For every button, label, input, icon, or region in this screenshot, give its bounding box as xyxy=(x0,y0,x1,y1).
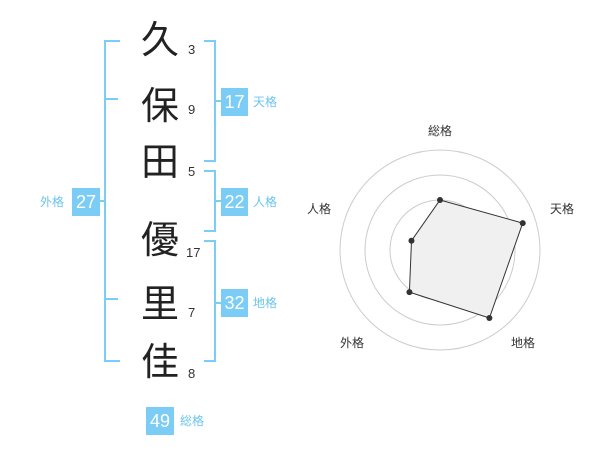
chikaku-bracket xyxy=(204,240,216,362)
gaikaku-bracket xyxy=(104,40,120,362)
radar-series-area xyxy=(408,199,524,319)
jinkaku-connector xyxy=(214,200,222,202)
radar-axis-label: 外格 xyxy=(340,336,365,350)
radar-chart xyxy=(339,149,541,351)
soukaku-label: 総格 xyxy=(180,414,205,428)
gaikaku-value: 27 xyxy=(72,188,100,216)
stroke-count: 17 xyxy=(186,245,201,260)
radar-axis-label: 人格 xyxy=(307,202,332,216)
radar-point xyxy=(408,237,415,244)
radar-point xyxy=(406,289,413,296)
name-char: 優 xyxy=(140,218,179,262)
name-char: 保 xyxy=(140,84,179,128)
tenkaku-value: 17 xyxy=(221,88,248,116)
chikaku-label: 地格 xyxy=(253,296,278,310)
jinkaku-value: 22 xyxy=(221,188,248,216)
gaikaku-bracket-tick xyxy=(104,98,118,100)
radar-point xyxy=(519,220,526,227)
gaikaku-bracket-tick xyxy=(104,298,118,300)
radar-axis-label: 総格 xyxy=(428,124,453,138)
gaikaku-connector xyxy=(98,200,104,202)
radar-axis-label: 天格 xyxy=(550,202,575,216)
name-char: 里 xyxy=(140,282,179,326)
radar-grid-ring xyxy=(339,149,541,351)
radar-point xyxy=(437,197,443,203)
tenkaku-connector xyxy=(214,100,222,102)
stroke-count: 5 xyxy=(188,164,196,179)
name-char: 田 xyxy=(140,140,179,184)
stroke-count: 3 xyxy=(188,42,196,57)
jinkaku-label: 人格 xyxy=(253,195,278,209)
radar-grid-ring xyxy=(364,174,516,326)
name-char: 佳 xyxy=(140,340,179,384)
soukaku-value: 49 xyxy=(146,407,174,435)
gaikaku-label: 外格 xyxy=(40,195,65,209)
name-char: 久 xyxy=(140,18,179,62)
chikaku-connector xyxy=(214,302,222,304)
radar-point xyxy=(486,314,493,321)
tenkaku-label: 天格 xyxy=(253,95,278,109)
stroke-count: 7 xyxy=(188,305,196,320)
chikaku-value: 32 xyxy=(221,289,248,317)
radar-axis-label: 地格 xyxy=(511,336,536,350)
stroke-count: 9 xyxy=(188,102,196,117)
stroke-count: 8 xyxy=(188,366,196,381)
